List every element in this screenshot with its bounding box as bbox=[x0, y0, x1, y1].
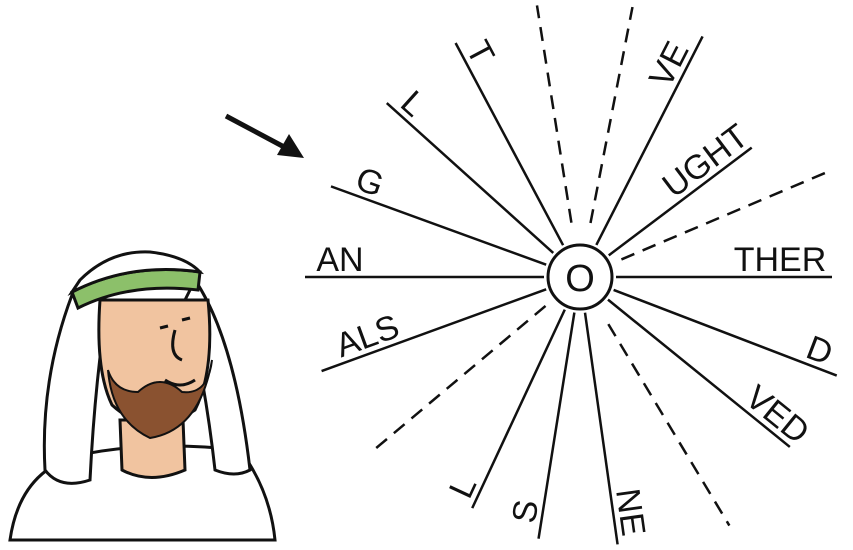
blank-spoke-line bbox=[537, 5, 571, 222]
spoke-label: VE bbox=[642, 36, 696, 94]
spoke-label: L bbox=[442, 471, 484, 504]
spoke-line bbox=[472, 310, 565, 508]
spoke-label: UGHT bbox=[656, 117, 756, 205]
spoke-label: L bbox=[393, 83, 432, 124]
spoke-label: G bbox=[351, 160, 389, 205]
bearded-man-headdress-icon bbox=[10, 252, 275, 540]
spoke-label: VED bbox=[738, 378, 816, 452]
spoke-label: THER bbox=[734, 241, 827, 279]
spoke-label: AN bbox=[316, 241, 363, 279]
spoke-label: S bbox=[505, 497, 546, 525]
center-letter: O bbox=[565, 258, 595, 300]
blank-spoke-line bbox=[590, 7, 632, 223]
spoke-label: T bbox=[458, 35, 501, 71]
arrow-right-icon bbox=[226, 116, 304, 158]
spoke-label: D bbox=[801, 329, 838, 373]
blank-spoke-line bbox=[373, 306, 545, 451]
spoke-label: ALS bbox=[331, 307, 404, 365]
spoke-label: NE bbox=[608, 486, 652, 538]
